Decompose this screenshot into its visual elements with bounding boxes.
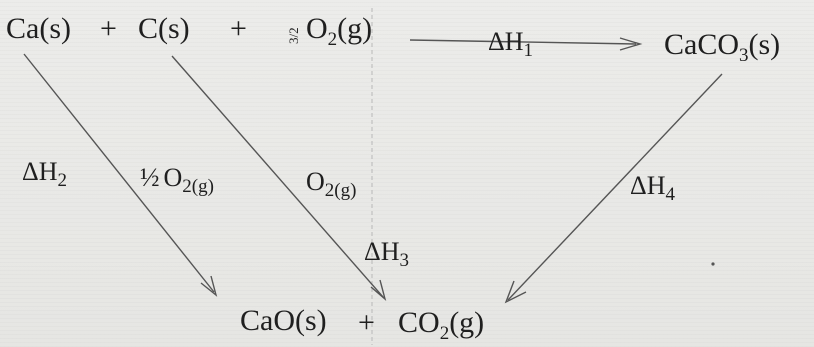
label-dh1: ΔH1 <box>488 27 533 61</box>
half-o2-coefficient: ½ <box>140 163 160 192</box>
arrow-dh3-head <box>370 279 387 301</box>
arrow-dh2-head <box>200 275 218 297</box>
caco3-base: CaCO <box>664 28 739 61</box>
half-o2-sub: 2(g) <box>182 176 214 197</box>
o2-base: O <box>306 167 325 196</box>
label-dh4-sub: 4 <box>666 184 676 205</box>
oxygen-coefficient: 3/2 <box>286 27 301 44</box>
scan-speck <box>711 262 715 266</box>
label-dh4-delta: ΔH <box>630 171 666 200</box>
product-caco3: CaCO3(s) <box>664 28 780 66</box>
plus-sign-1: + <box>100 12 117 45</box>
caco3-subscript: 3 <box>739 45 749 66</box>
caco3-state: (s) <box>749 28 781 61</box>
oxygen-base: O <box>306 12 328 45</box>
product-cao: CaO(s) <box>240 304 327 337</box>
reactant-carbon: C(s) <box>138 12 190 45</box>
label-dh2-sub: 2 <box>58 170 68 191</box>
arrow-dh1-line <box>409 39 637 45</box>
plus-sign-2: + <box>230 12 247 45</box>
label-dh2: ΔH2 <box>22 157 67 191</box>
arrow-dh3-line <box>171 55 384 298</box>
co2-base: CO <box>398 306 440 339</box>
plus-sign-bottom: + <box>358 306 375 339</box>
label-dh4: ΔH4 <box>630 171 676 205</box>
label-o2: O2(g) <box>306 167 356 201</box>
reactant-calcium: Ca(s) <box>6 12 71 45</box>
half-o2-base: O <box>164 163 183 192</box>
label-dh3: ΔH3 <box>364 237 409 271</box>
label-dh2-delta: ΔH <box>22 157 58 186</box>
arrow-dh1-head <box>619 37 643 51</box>
label-dh1-sub: 1 <box>524 40 534 61</box>
arrow-dh2-line <box>23 53 215 293</box>
label-dh3-delta: ΔH <box>364 237 400 266</box>
oxygen-subscript: 2 <box>328 29 338 50</box>
co2-subscript: 2 <box>440 323 450 344</box>
label-dh3-sub: 3 <box>400 250 410 271</box>
arrow-dh4-line <box>507 73 723 301</box>
label-dh1-delta: ΔH <box>488 27 524 56</box>
reactant-oxygen: O2(g) <box>306 12 372 50</box>
o2-sub: 2(g) <box>325 180 357 201</box>
product-co2: CO2(g) <box>398 306 484 344</box>
arrow-dh4-head <box>504 280 527 304</box>
oxygen-state: (g) <box>337 12 372 45</box>
co2-state: (g) <box>449 306 484 339</box>
